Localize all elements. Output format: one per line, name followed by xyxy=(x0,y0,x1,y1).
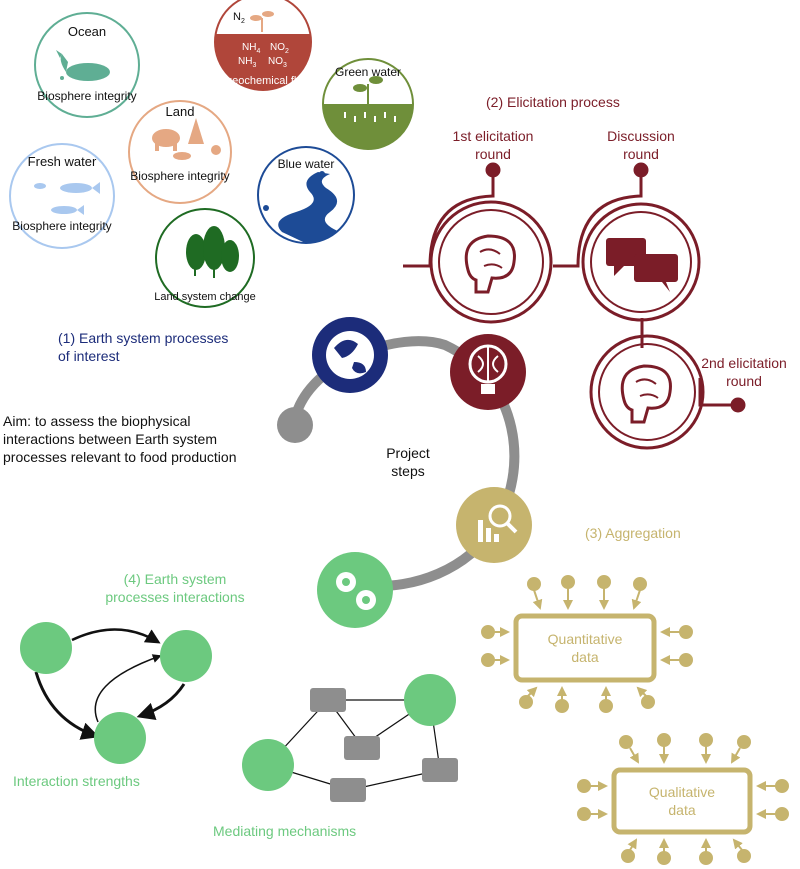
lightbulb-brain-icon xyxy=(468,344,508,394)
step2-lightbulb xyxy=(450,334,526,410)
nh3-label: NH3 xyxy=(238,56,256,69)
step1-globe xyxy=(312,317,388,393)
qual-line1: Qualitative xyxy=(649,784,715,800)
no2-label: NO2 xyxy=(270,42,289,55)
forest-icon xyxy=(186,226,239,278)
blue-water-title: Blue water xyxy=(278,157,335,171)
ocean-process xyxy=(34,12,140,118)
round2-line1: 2nd elicitation xyxy=(701,355,787,371)
land-title: Land xyxy=(166,104,195,119)
land-system-change-process xyxy=(155,208,255,308)
land-subtitle: Biosphere integrity xyxy=(130,169,229,183)
sprout-icon xyxy=(250,11,274,32)
aim-line2: interactions between Earth system xyxy=(3,431,217,447)
brain-icon-round1 xyxy=(464,234,516,294)
network-node xyxy=(404,674,456,726)
green-water-title: Green water xyxy=(335,65,401,79)
gears-icon xyxy=(336,572,376,610)
qual-input-arrows xyxy=(577,733,789,865)
plant-icon xyxy=(353,76,383,104)
n2-label: N2 xyxy=(233,11,245,25)
network-node xyxy=(94,712,146,764)
mediating-mechanisms-label: Mediating mechanisms xyxy=(213,823,356,839)
step1-label-line1: (1) Earth system processes xyxy=(58,330,228,346)
mechanism-node xyxy=(310,688,346,712)
discussion-line1: Discussion xyxy=(607,128,675,144)
aim-line1: Aim: to assess the biophysical xyxy=(3,413,191,429)
land-system-title: Land system change xyxy=(154,291,256,303)
discussion-line2: round xyxy=(623,146,659,162)
no3-label: NO3 xyxy=(268,56,287,69)
river-icon xyxy=(278,172,340,243)
aim-line3: processes relevant to food production xyxy=(3,449,236,465)
interaction-strengths-network xyxy=(20,622,212,764)
fresh-water-process xyxy=(9,143,115,249)
speech-bubbles-icon xyxy=(606,238,678,292)
globe-icon xyxy=(326,331,374,379)
fresh-water-subtitle: Biosphere integrity xyxy=(12,219,111,233)
interaction-strengths-label: Interaction strengths xyxy=(13,773,140,789)
qualitative-data-box xyxy=(577,733,789,865)
ocean-title: Ocean xyxy=(68,24,106,39)
start-node xyxy=(277,407,313,443)
center-label-line1: Project xyxy=(386,445,430,461)
brain-icon-round2 xyxy=(620,364,672,424)
ocean-subtitle: Biosphere integrity xyxy=(37,89,136,103)
step4-gears xyxy=(317,552,393,628)
whale-icon xyxy=(56,50,110,81)
nh4-label: NH4 xyxy=(242,42,260,55)
chart-magnifier-icon xyxy=(478,504,518,542)
fish-icon xyxy=(34,182,100,215)
step1-label-line2: of interest xyxy=(58,348,120,364)
blue-water-process xyxy=(257,146,355,244)
quantitative-data-box xyxy=(481,575,693,713)
animals-trees-icon xyxy=(152,118,221,160)
mechanism-node xyxy=(344,736,380,760)
step2-title: (2) Elicitation process xyxy=(486,94,620,110)
round1-line2: round xyxy=(475,146,511,162)
elicitation-process xyxy=(403,162,746,450)
mediating-mechanisms-network xyxy=(242,674,458,802)
mechanism-node xyxy=(330,778,366,802)
network-node xyxy=(160,630,212,682)
biogeo-title: Biogeochemical flows xyxy=(210,75,316,87)
round1-line1: 1st elicitation xyxy=(453,128,534,144)
network-node xyxy=(242,739,294,791)
step4-line2: processes interactions xyxy=(105,589,244,605)
step3-analysis xyxy=(456,487,532,563)
land-process xyxy=(128,100,232,204)
center-label-line2: steps xyxy=(391,463,424,479)
quant-line2: data xyxy=(571,649,598,665)
step3-title: (3) Aggregation xyxy=(585,525,681,541)
water-drops-icon xyxy=(344,112,396,122)
network-node xyxy=(20,622,72,674)
round2-line2: round xyxy=(726,373,762,389)
qual-line2: data xyxy=(668,802,695,818)
biogeochemical-flows-process xyxy=(214,0,312,91)
step4-line1: (4) Earth system xyxy=(124,571,227,587)
mechanism-node xyxy=(422,758,458,782)
quant-line1: Quantitative xyxy=(548,631,623,647)
quant-input-arrows xyxy=(481,575,693,713)
fresh-water-title: Fresh water xyxy=(28,154,97,169)
